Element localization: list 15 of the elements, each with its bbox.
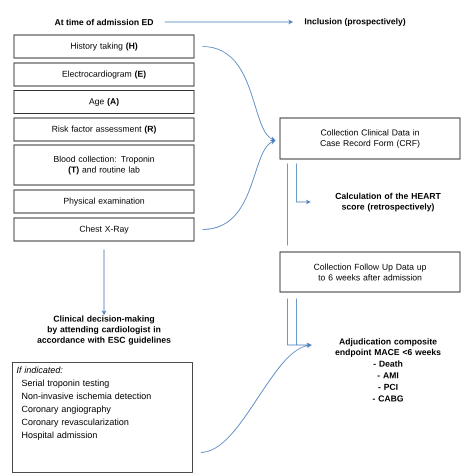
heading-text: At time of admission ED [54, 18, 154, 26]
heading-text: Clinical decision-making by attending cardiologist in accordance with ESC guidelines [37, 315, 171, 345]
process-box: Collection Clinical Data in Case Record Form (CRF) [280, 118, 460, 160]
process-box: Electrocardiogram (E) [14, 62, 194, 86]
process-box: Blood collection: Troponin (T) and routine lab [14, 144, 194, 186]
process-box: Age (A) [14, 90, 194, 114]
process-box: Risk factor assessment (R) [14, 118, 194, 142]
process-box: Collection Follow Up Data up to 6 weeks after admission [280, 252, 460, 292]
heading-text: Inclusion (prospectively) [304, 18, 406, 26]
heading-text: Calculation of the HEART score (retrospectively) [336, 192, 441, 212]
process-box: Physical examination [14, 190, 194, 214]
outcome-text: Adjudication composite endpoint MACE <6 weeks - Death - AMI - PCI - CABG [335, 338, 441, 402]
process-box: Chest X-Ray [14, 218, 194, 242]
list-box: If indicated: Serial troponin testing Non-invasive ischemia detection Coronary angiography Coronary revascularization Hospital admission [12, 362, 193, 473]
process-box: History taking (H) [14, 34, 194, 58]
